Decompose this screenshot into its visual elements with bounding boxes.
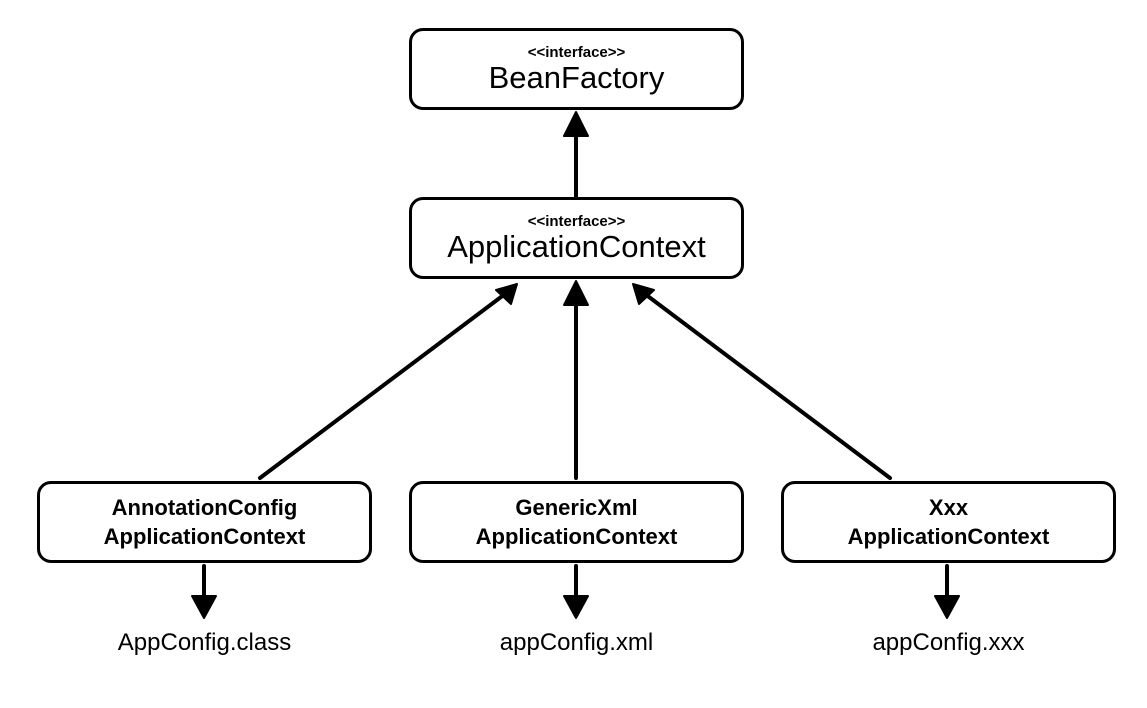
arrowhead-beanfactory bbox=[563, 111, 589, 137]
beanfactory-node: <<interface>> BeanFactory bbox=[409, 28, 744, 110]
annotationconfig-node: AnnotationConfig ApplicationContext bbox=[37, 481, 372, 563]
inherit-arrow-xxx-appcontext bbox=[643, 292, 892, 480]
arrowhead-genericxml-down bbox=[563, 595, 589, 619]
xxx-line2: ApplicationContext bbox=[847, 524, 1050, 549]
applicationcontext-stereotype: <<interface>> bbox=[527, 212, 626, 230]
xxx-line1: Xxx bbox=[928, 495, 969, 520]
inherit-arrow-annotation-appcontext bbox=[258, 292, 507, 480]
config-source-annotation: AppConfig.class bbox=[117, 629, 292, 656]
config-source-xxx: appConfig.xxx bbox=[872, 629, 1025, 656]
genericxml-node: GenericXml ApplicationContext bbox=[409, 481, 744, 563]
beanfactory-stereotype: <<interface>> bbox=[527, 43, 626, 61]
applicationcontext-name: ApplicationContext bbox=[447, 228, 706, 264]
arrowhead-annotation-down bbox=[191, 595, 217, 619]
arrowhead-xxx-down bbox=[934, 595, 960, 619]
annotationconfig-line1: AnnotationConfig bbox=[111, 495, 298, 520]
annotationconfig-line2: ApplicationContext bbox=[103, 524, 306, 549]
genericxml-line1: GenericXml bbox=[515, 495, 638, 520]
arrowhead-appcontext-left bbox=[495, 283, 518, 305]
genericxml-line2: ApplicationContext bbox=[475, 524, 678, 549]
applicationcontext-node: <<interface>> ApplicationContext bbox=[409, 197, 744, 279]
config-source-genericxml: appConfig.xml bbox=[499, 629, 654, 656]
beanfactory-name: BeanFactory bbox=[488, 59, 665, 95]
arrowhead-appcontext-center bbox=[563, 280, 589, 306]
xxx-node: Xxx ApplicationContext bbox=[781, 481, 1116, 563]
arrowhead-appcontext-right bbox=[632, 283, 655, 305]
